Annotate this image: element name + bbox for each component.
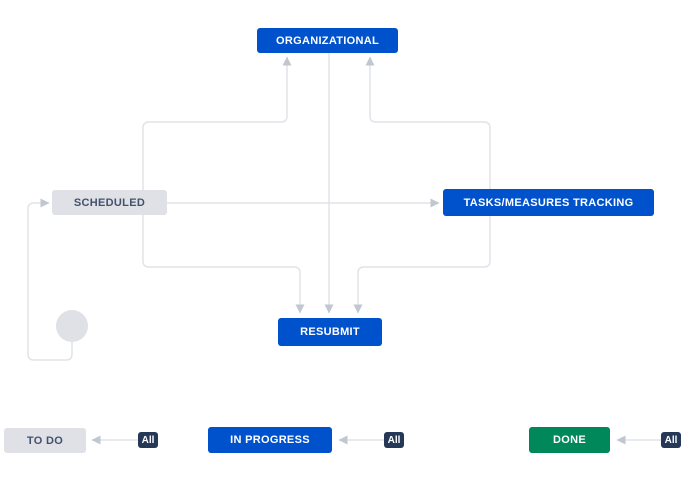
transition-start-to-scheduled[interactable] <box>27 198 73 361</box>
legend-status-todo[interactable]: TO DO <box>4 428 86 453</box>
node-label: ORGANIZATIONAL <box>276 34 379 47</box>
all-badge-label: All <box>141 434 155 446</box>
legend-status-label: DONE <box>553 434 586 446</box>
transition-scheduled-to-resubmit[interactable] <box>142 215 305 314</box>
transition-scheduled-to-organizational[interactable] <box>142 56 292 190</box>
legend-all-badge-todo[interactable]: All <box>138 432 158 448</box>
legend-status-label: IN PROGRESS <box>230 434 310 446</box>
start-node-circle[interactable] <box>56 310 88 342</box>
transition-tasks-to-resubmit[interactable] <box>353 216 491 314</box>
legend-status-label: TO DO <box>26 434 64 447</box>
transition-tasks-to-organizational[interactable] <box>365 56 491 189</box>
node-label: RESUBMIT <box>300 326 360 338</box>
node-resubmit[interactable]: RESUBMIT <box>278 318 382 346</box>
node-tasks-measures-tracking[interactable]: TASKS/MEASURES TRACKING <box>443 189 654 216</box>
node-scheduled[interactable]: SCHEDULED <box>52 190 167 215</box>
all-badge-label: All <box>387 434 401 446</box>
legend-status-done[interactable]: DONE <box>529 427 610 453</box>
node-organizational[interactable]: ORGANIZATIONAL <box>257 28 398 53</box>
all-badge-label: All <box>664 434 678 446</box>
node-label: TASKS/MEASURES TRACKING <box>463 196 634 209</box>
node-label: SCHEDULED <box>73 196 146 209</box>
legend-all-badge-in-progress[interactable]: All <box>384 432 404 448</box>
legend-status-in-progress[interactable]: IN PROGRESS <box>208 427 332 453</box>
legend-all-badge-done[interactable]: All <box>661 432 681 448</box>
